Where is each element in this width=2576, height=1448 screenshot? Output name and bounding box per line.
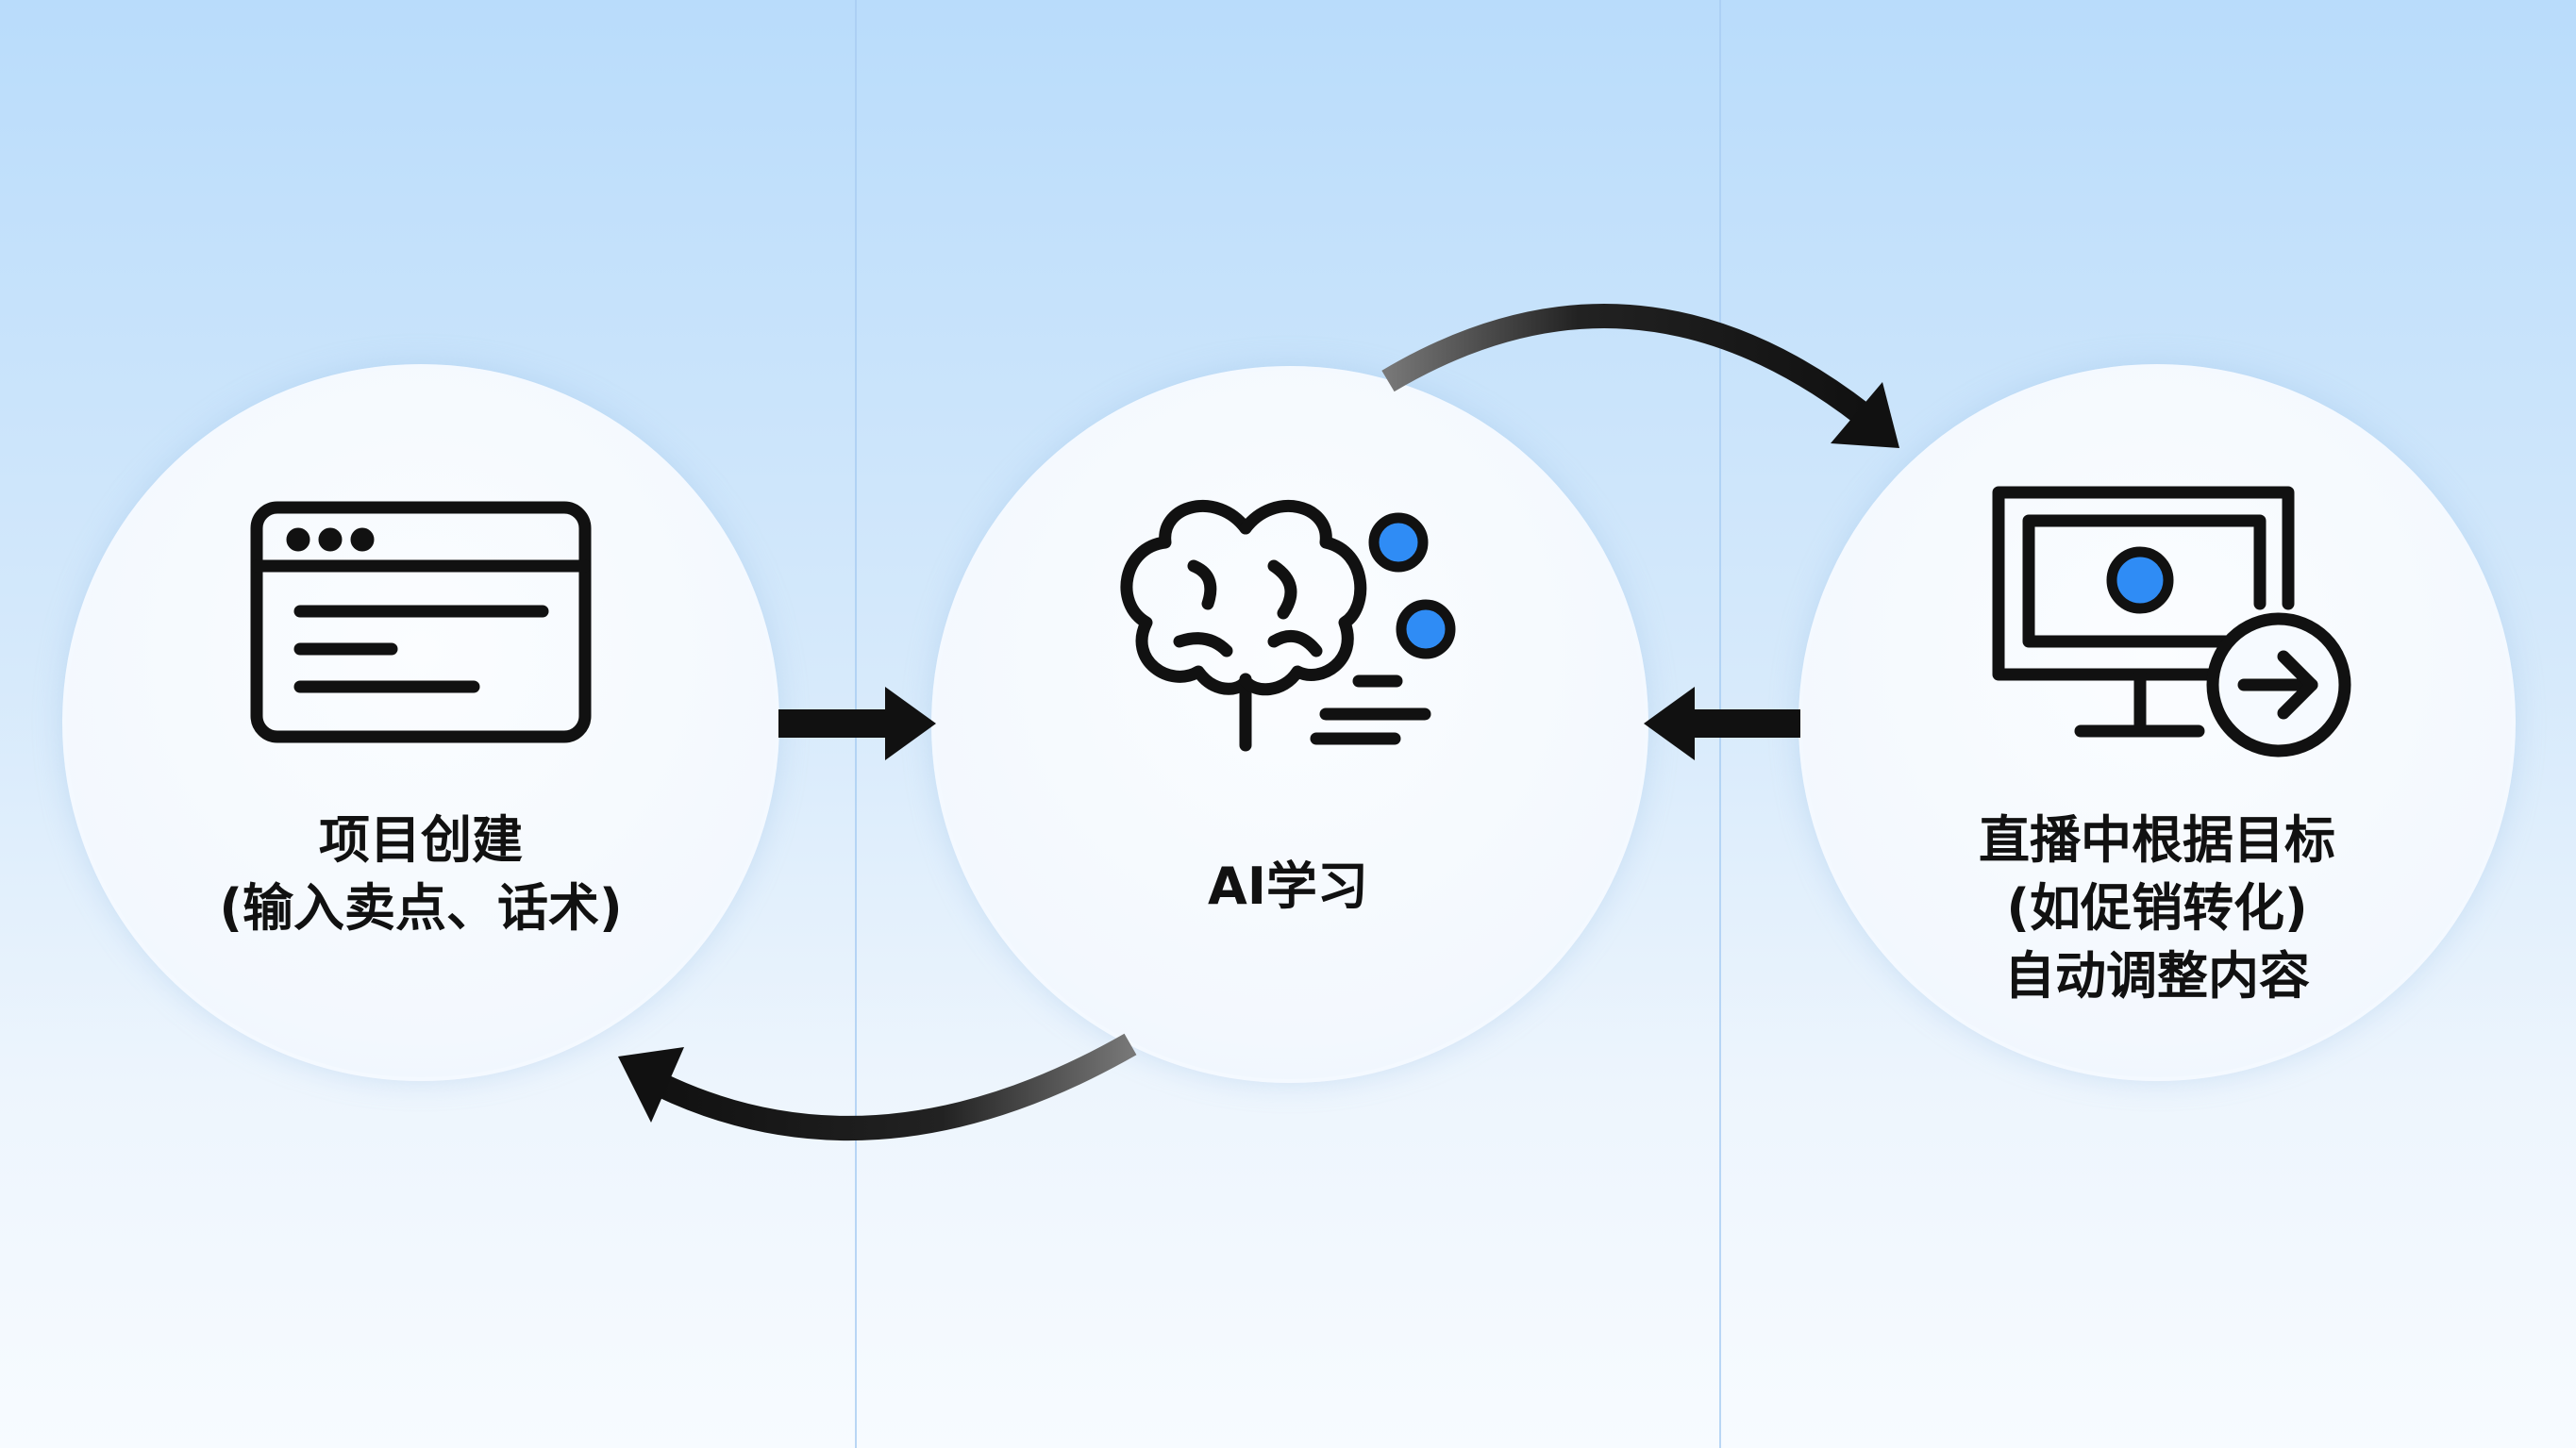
arrow-left-icon (1644, 687, 1800, 760)
step-label-live-adjust: 直播中根据目标 (如促销转化) 自动调整内容 (1827, 807, 2487, 1010)
label-line: 自动调整内容 (2004, 946, 2310, 1006)
label-line: AI学习 (1208, 857, 1368, 916)
label-line: 项目创建 (319, 810, 523, 870)
step-circle-project-creation (62, 364, 779, 1081)
label-line: 直播中根据目标 (1979, 810, 2335, 870)
curved-arrow-bottom-icon (618, 1033, 1137, 1141)
step-label-project-creation: 项目创建 (输入卖点、话术) (91, 807, 751, 942)
browser-window-icon (250, 501, 592, 743)
step-label-ai-learning: AI学习 (958, 853, 1618, 921)
arrow-right-icon (778, 687, 936, 760)
label-line: (输入卖点、话术) (219, 878, 623, 938)
step-circle-ai-learning (931, 366, 1648, 1083)
brain-ai-icon (1120, 500, 1456, 752)
label-line: (如促销转化) (2006, 878, 2308, 938)
monitor-live-icon (1992, 486, 2351, 757)
curved-arrow-top-icon (1381, 304, 1899, 448)
